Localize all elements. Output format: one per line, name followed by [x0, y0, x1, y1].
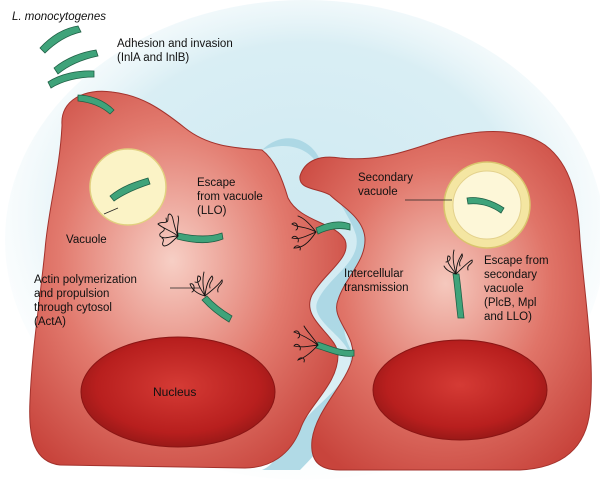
bacterium-outside-2	[53, 49, 99, 75]
bacterium-outside-3	[47, 70, 95, 89]
actin-tail-protrusion-2	[293, 325, 319, 363]
bacterium-outside-1	[39, 25, 82, 54]
bacterium-in-secondary-vacuole	[466, 197, 505, 214]
bacterium-protrusion-1	[315, 221, 351, 235]
escape-vacuole-label: Escape from vacuole (LLO)	[197, 177, 266, 217]
leader-vacuole	[103, 207, 119, 215]
bacterium-invading	[77, 94, 115, 115]
actin-tail-protrusion-1	[291, 215, 317, 251]
adhesion-label: Adhesion and invasion (InlA and InlB)	[117, 38, 236, 64]
secondary-vacuole-label: Secondary vacuole	[358, 172, 416, 198]
vacuole-label: Vacuole	[66, 234, 107, 246]
intercellular-transmission-label: Intercellular transmission	[344, 268, 409, 294]
actin-tail-secondary-escape	[443, 249, 473, 275]
actin-tail-escape	[157, 213, 180, 247]
bacterium-secondary-escape	[452, 273, 465, 319]
escape-secondary-vacuole-label: Escape from secondary vacuole (PlcB, Mpl…	[484, 255, 552, 323]
bacterium-protrusion-2	[315, 341, 355, 357]
left-nucleus	[80, 336, 276, 448]
bacterium-escaping	[176, 232, 224, 244]
bacterium-in-vacuole	[109, 177, 151, 202]
nucleus-label: Nucleus	[153, 385, 196, 399]
bacterium-propelled	[201, 295, 233, 323]
organism-label: L. monocytogenes	[12, 11, 106, 23]
actin-tail-propulsion	[189, 271, 223, 297]
right-nucleus	[372, 339, 548, 441]
actin-polymerization-label: Actin polymerization and propulsion thro…	[34, 274, 140, 328]
